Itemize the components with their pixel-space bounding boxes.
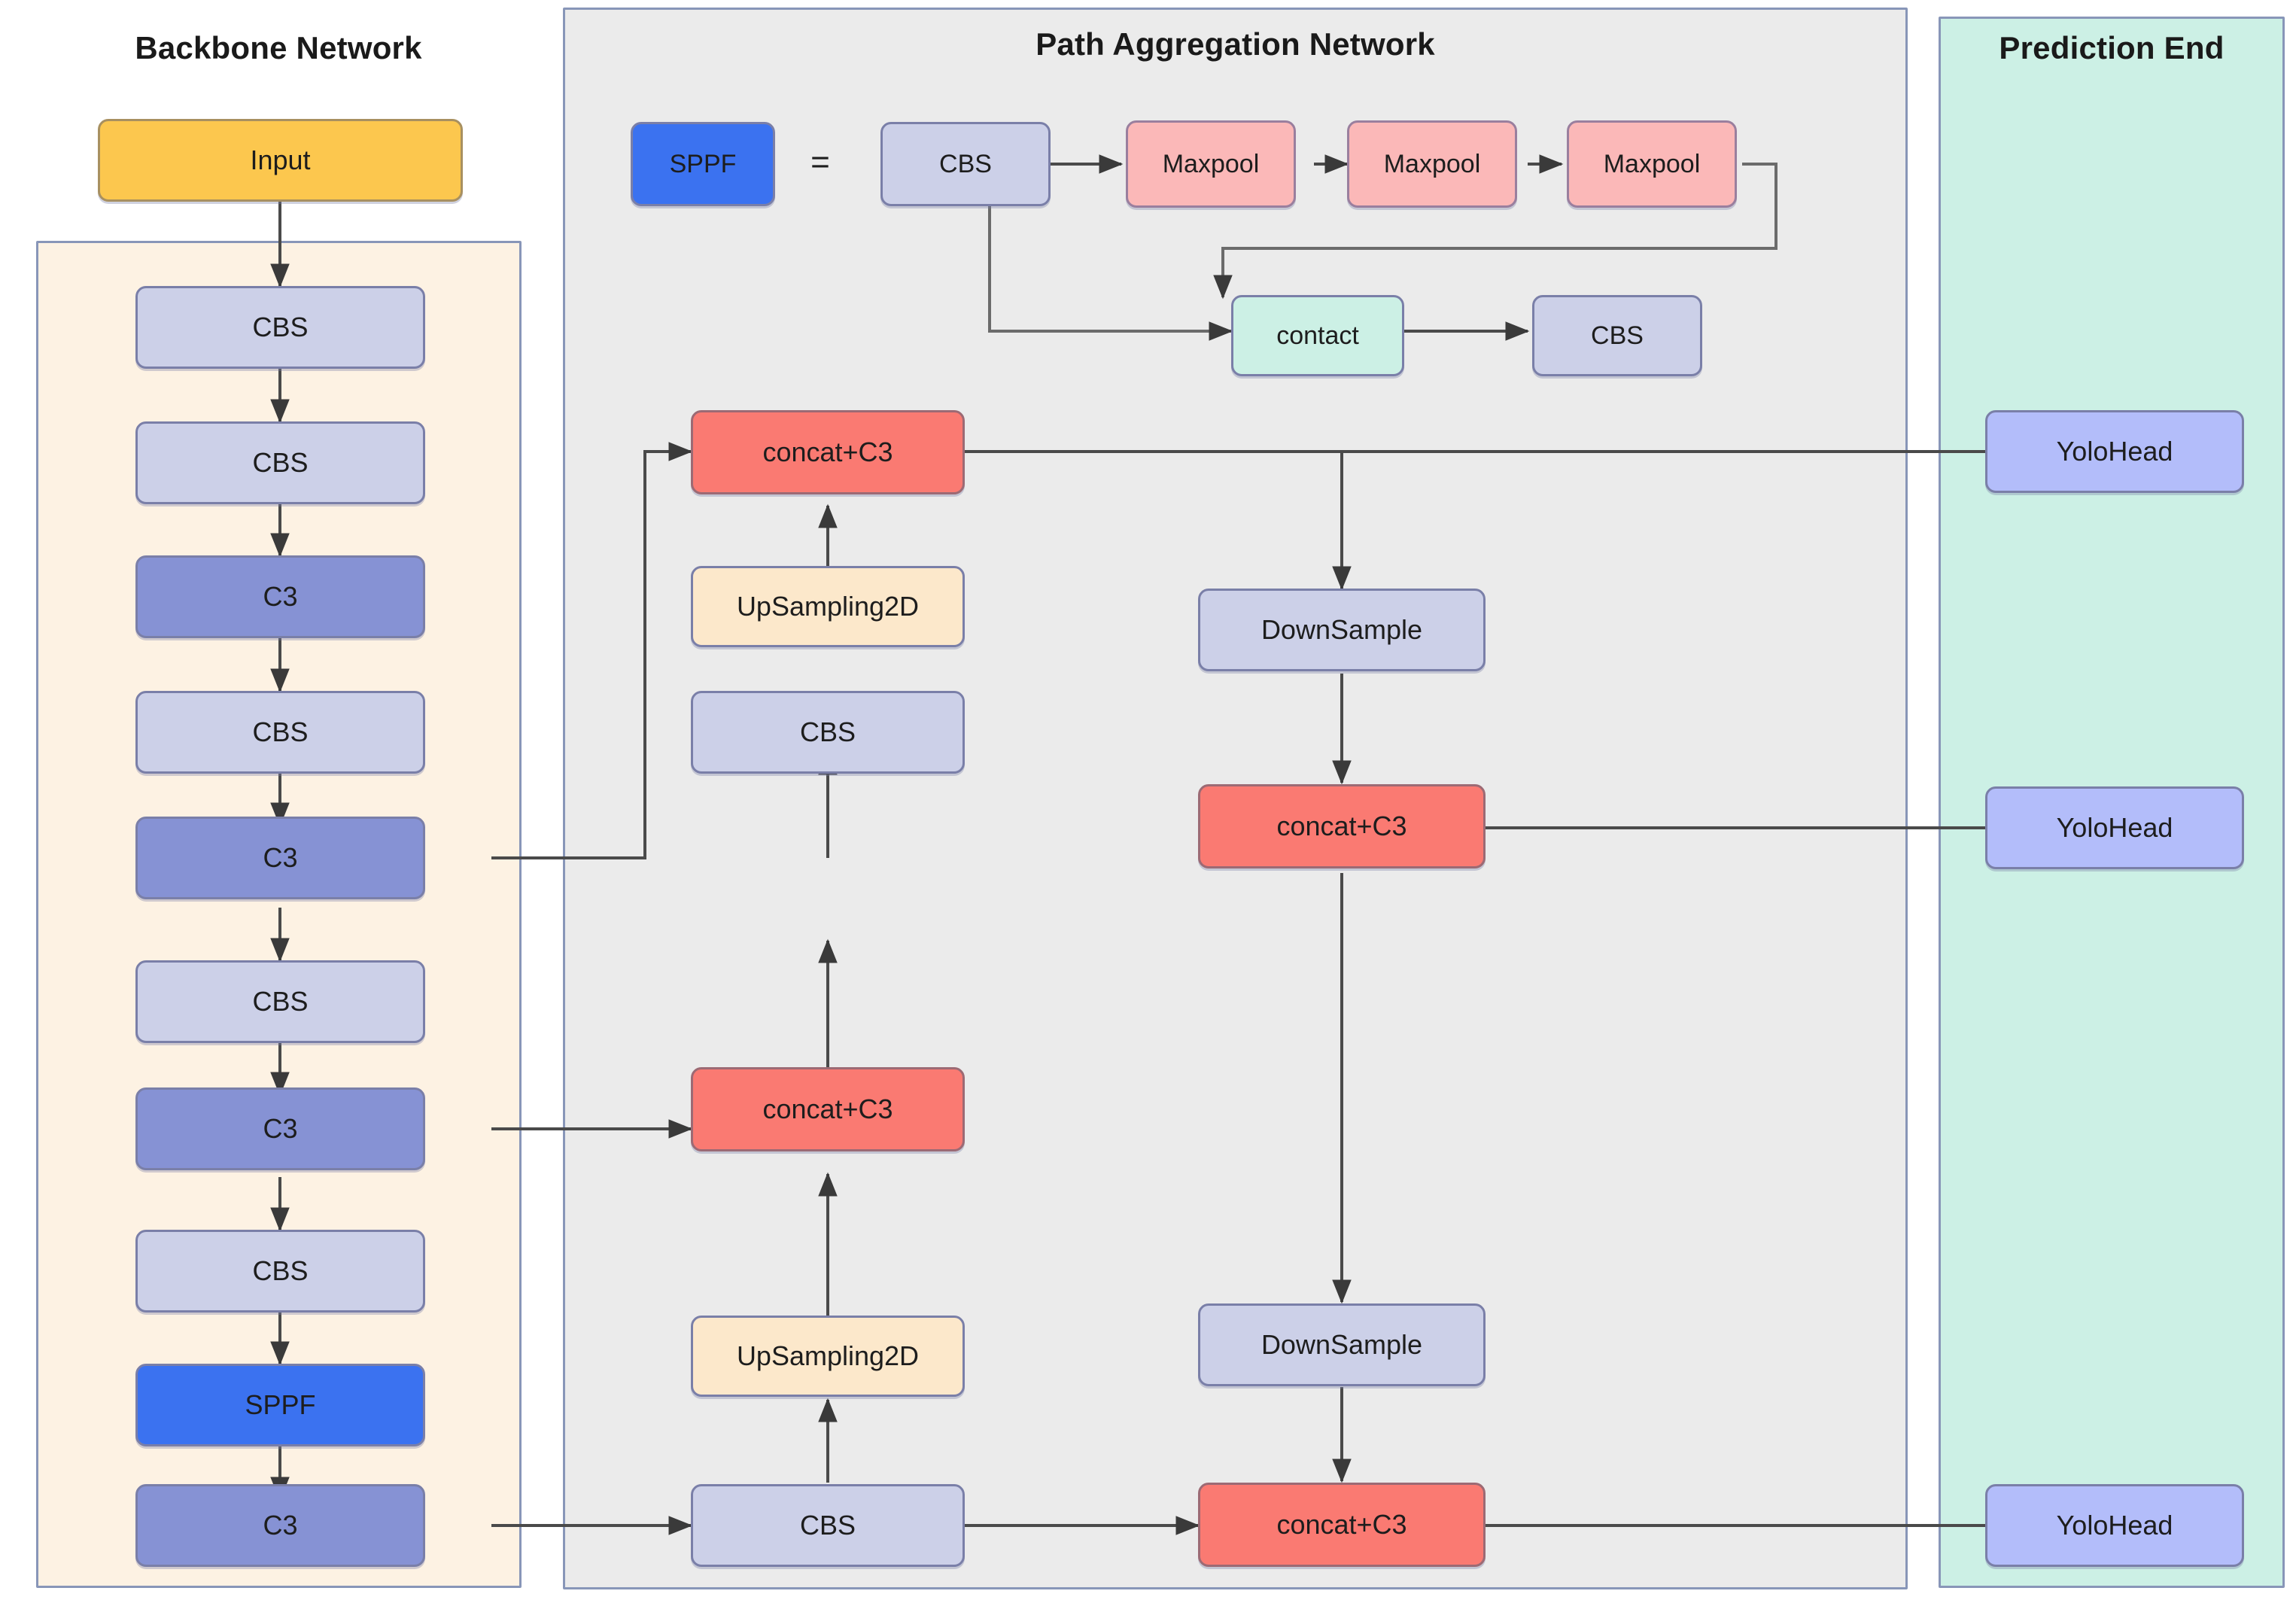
node-legend-maxpool-3[interactable]: Maxpool	[1567, 120, 1737, 208]
node-backbone-cbs-2[interactable]: CBS	[135, 421, 425, 504]
node-pan-concat-c3-right-bottom[interactable]: concat+C3	[1198, 1483, 1486, 1567]
node-legend-sppf[interactable]: SPPF	[631, 122, 775, 206]
node-pan-concat-c3-right-mid[interactable]: concat+C3	[1198, 784, 1486, 868]
node-backbone-cbs-1[interactable]: CBS	[135, 286, 425, 369]
title-prediction-end: Prediction End	[1999, 30, 2225, 65]
node-backbone-c3-1[interactable]: C3	[135, 555, 425, 638]
node-pan-upsampling2d-bottom[interactable]: UpSampling2D	[691, 1316, 965, 1397]
node-pan-cbs-bottom[interactable]: CBS	[691, 1484, 965, 1567]
node-backbone-sppf[interactable]: SPPF	[135, 1364, 425, 1446]
node-pan-cbs-top[interactable]: CBS	[691, 691, 965, 774]
node-backbone-cbs-3[interactable]: CBS	[135, 691, 425, 774]
title-backbone-network: Backbone Network	[135, 30, 422, 65]
node-legend-cbs-2[interactable]: CBS	[1532, 295, 1702, 376]
node-input[interactable]: Input	[98, 119, 463, 202]
node-legend-maxpool-2[interactable]: Maxpool	[1347, 120, 1517, 208]
node-legend-maxpool-1[interactable]: Maxpool	[1126, 120, 1296, 208]
node-pan-concat-c3-mid[interactable]: concat+C3	[691, 1067, 965, 1151]
node-pan-downsample-top[interactable]: DownSample	[1198, 589, 1486, 671]
node-pan-downsample-bottom[interactable]: DownSample	[1198, 1303, 1486, 1386]
node-backbone-cbs-5[interactable]: CBS	[135, 1230, 425, 1313]
node-backbone-cbs-4[interactable]: CBS	[135, 960, 425, 1043]
node-pan-upsampling2d-top[interactable]: UpSampling2D	[691, 566, 965, 647]
node-yolohead-2[interactable]: YoloHead	[1985, 786, 2244, 869]
node-backbone-c3-3[interactable]: C3	[135, 1087, 425, 1170]
node-pan-concat-c3-top[interactable]: concat+C3	[691, 410, 965, 494]
equals-sign: =	[810, 144, 830, 181]
title-path-aggregation-network: Path Aggregation Network	[1035, 26, 1435, 62]
node-backbone-c3-2[interactable]: C3	[135, 817, 425, 899]
node-legend-cbs-1[interactable]: CBS	[880, 122, 1051, 206]
node-yolohead-1[interactable]: YoloHead	[1985, 410, 2244, 493]
node-yolohead-3[interactable]: YoloHead	[1985, 1484, 2244, 1567]
node-legend-contact[interactable]: contact	[1231, 295, 1404, 376]
node-backbone-c3-4[interactable]: C3	[135, 1484, 425, 1567]
